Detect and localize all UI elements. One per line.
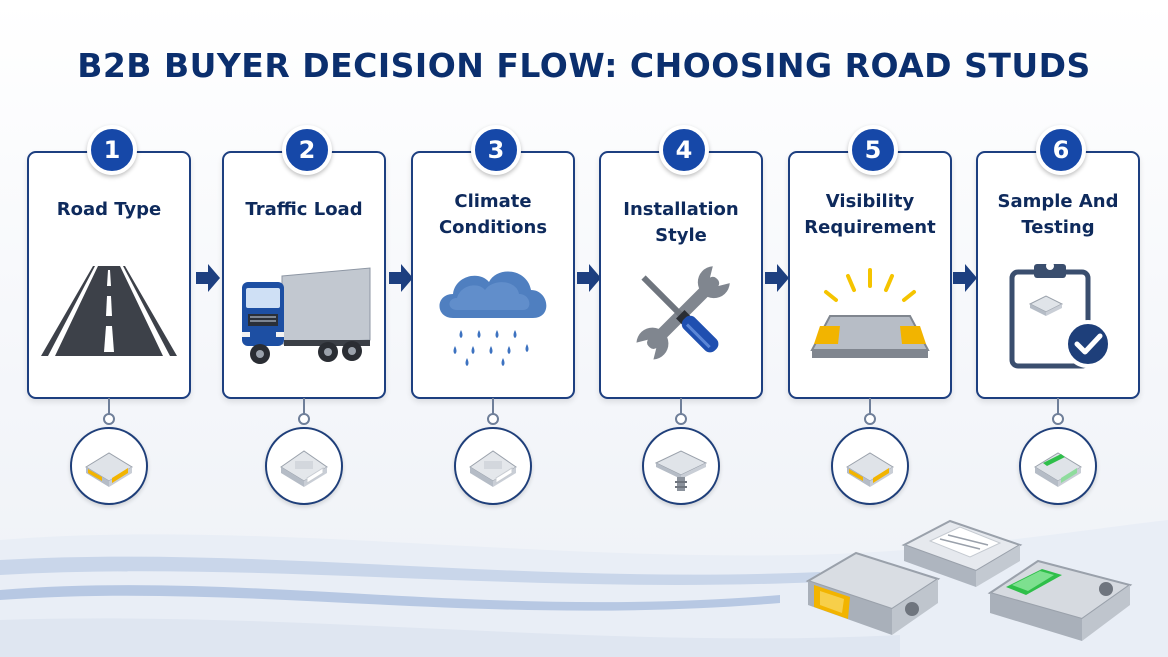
step-6: 6 Sample And Testing — [976, 0, 1140, 657]
step-4: 4 Installation Style — [599, 0, 763, 657]
step-number-badge: 6 — [1036, 125, 1086, 175]
product-white-road-stud — [265, 427, 343, 505]
product-amber-road-stud — [70, 427, 148, 505]
connector-line — [108, 398, 110, 416]
product-shank-road-stud — [642, 427, 720, 505]
product-amber-road-stud — [831, 427, 909, 505]
road-stud-product-cluster — [805, 519, 1133, 641]
step-label: Sample And Testing — [978, 189, 1138, 241]
flow-arrow — [196, 264, 220, 292]
green-road-stud-image — [987, 559, 1133, 641]
step-label-line: Installation Style — [623, 199, 739, 246]
page-title: B2B BUYER DECISION FLOW: CHOOSING ROAD S… — [77, 46, 1091, 85]
step-number-badge: 3 — [471, 125, 521, 175]
connector-dot — [298, 413, 310, 425]
step-3: 3 Climate Conditions — [411, 0, 575, 657]
flow-arrow — [953, 264, 977, 292]
connector-line — [680, 398, 682, 416]
step-label: Road Type — [29, 197, 189, 223]
step-2: 2 Traffic Load — [222, 0, 386, 657]
step-number-badge: 4 — [659, 125, 709, 175]
step-1: 1 Road Type — [27, 0, 191, 657]
flow-arrow — [765, 264, 789, 292]
step-5: 5 Visibility Requirement — [788, 0, 952, 657]
step-label: Visibility Requirement — [790, 189, 950, 241]
amber-road-stud-image — [805, 551, 941, 635]
connector-dot — [675, 413, 687, 425]
connector-line — [303, 398, 305, 416]
clipboard-check-icon — [1009, 262, 1112, 369]
step-number-badge: 5 — [848, 125, 898, 175]
step-label: Traffic Load — [224, 197, 384, 223]
step-card — [599, 151, 763, 399]
step-label: Installation Style — [601, 197, 761, 249]
road-icon — [41, 266, 177, 356]
flow-arrow — [389, 264, 413, 292]
step-label-line: Conditions — [438, 217, 548, 238]
product-green-road-stud — [1019, 427, 1097, 505]
connector-dot — [1052, 413, 1064, 425]
step-label-line: Climate — [454, 191, 532, 212]
truck-icon — [242, 267, 371, 364]
flow-arrow — [577, 264, 601, 292]
connector-line — [492, 398, 494, 416]
step-card — [411, 151, 575, 399]
step-label-line: Visibility — [825, 191, 915, 212]
step-label-line: Traffic Load — [245, 199, 363, 220]
connector-line — [869, 398, 871, 416]
connector-dot — [487, 413, 499, 425]
rain-cloud-icon — [439, 271, 547, 366]
step-number-badge: 1 — [87, 125, 137, 175]
glowing-stud-icon — [810, 268, 930, 358]
step-label-line: Requirement — [804, 217, 936, 238]
step-number-badge: 2 — [282, 125, 332, 175]
connector-dot — [864, 413, 876, 425]
connector-dot — [103, 413, 115, 425]
white-road-stud-image — [901, 519, 1023, 587]
step-label-line: Testing — [1021, 217, 1095, 238]
step-label-line: Sample And — [997, 191, 1119, 212]
step-label: Climate Conditions — [413, 189, 573, 241]
step-label-line: Road Type — [56, 199, 162, 220]
tools-icon — [636, 266, 730, 360]
product-white-road-stud — [454, 427, 532, 505]
connector-line — [1057, 398, 1059, 416]
